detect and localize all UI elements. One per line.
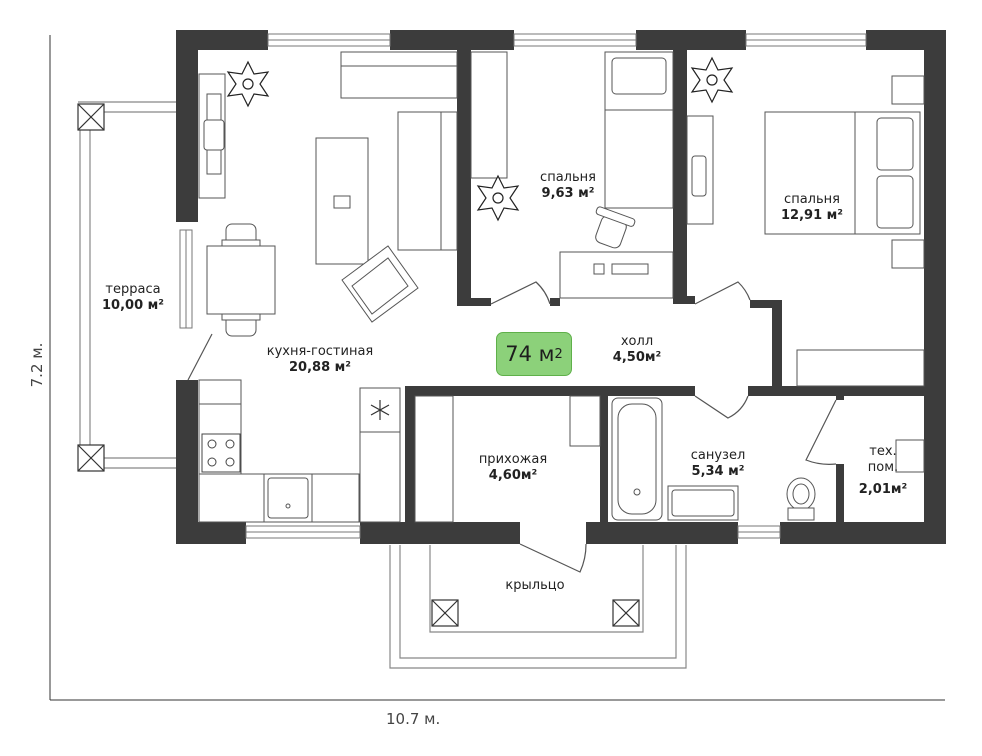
porch-outline <box>389 545 687 669</box>
kitchen-counter <box>198 379 401 523</box>
stove-icon <box>201 433 241 473</box>
room-bathroom: санузел 5,34 м² <box>690 448 746 479</box>
entry-wardrobe <box>414 395 601 523</box>
room-hall: холл 4,50м² <box>612 334 662 365</box>
wardrobe-bedroom2 <box>686 115 714 225</box>
total-area-value: 74 м <box>505 342 555 366</box>
porch-column-right <box>612 599 640 627</box>
bathtub <box>611 397 663 521</box>
coffee-table <box>315 137 369 265</box>
desk-chair <box>595 206 636 249</box>
room-kitchen: кухня-гостиная 20,88 м² <box>266 344 374 375</box>
armchair <box>341 245 419 323</box>
terrace-column-top <box>77 103 105 131</box>
sink <box>667 485 739 521</box>
plant-bedroom1-icon <box>476 174 520 222</box>
bed-single <box>604 51 674 209</box>
hall-shelf <box>796 349 925 387</box>
sofa <box>340 51 458 251</box>
terrace-column-bottom <box>77 444 105 472</box>
bed-double <box>764 75 925 269</box>
room-terrace: терраса 10,00 м² <box>102 282 164 313</box>
wardrobe-bedroom1 <box>470 51 508 179</box>
room-bedroom2: спальня 12,91 м² <box>781 192 843 223</box>
height-label: 7.2 м. <box>28 342 46 388</box>
desk <box>559 251 674 299</box>
porch-column-left <box>431 599 459 627</box>
windows <box>179 33 867 539</box>
room-tech: тех. пом. 2,01м² <box>858 444 908 497</box>
room-entry: прихожая 4,60м² <box>478 452 548 483</box>
total-area-sup: 2 <box>554 346 563 362</box>
tv-stand <box>198 73 226 199</box>
room-porch: крыльцо <box>505 578 565 593</box>
doors <box>187 281 837 573</box>
interior-walls <box>405 50 924 522</box>
snowflake-icon <box>370 400 390 420</box>
dining-table <box>206 223 276 337</box>
exterior-walls <box>176 30 946 544</box>
width-label: 10.7 м. <box>386 710 441 728</box>
plant-bedroom2-icon <box>690 56 734 104</box>
toilet-icon <box>786 477 816 521</box>
plant-living-icon <box>226 60 270 108</box>
tech-unit <box>895 439 925 473</box>
room-bedroom1: спальня 9,63 м² <box>540 170 596 201</box>
